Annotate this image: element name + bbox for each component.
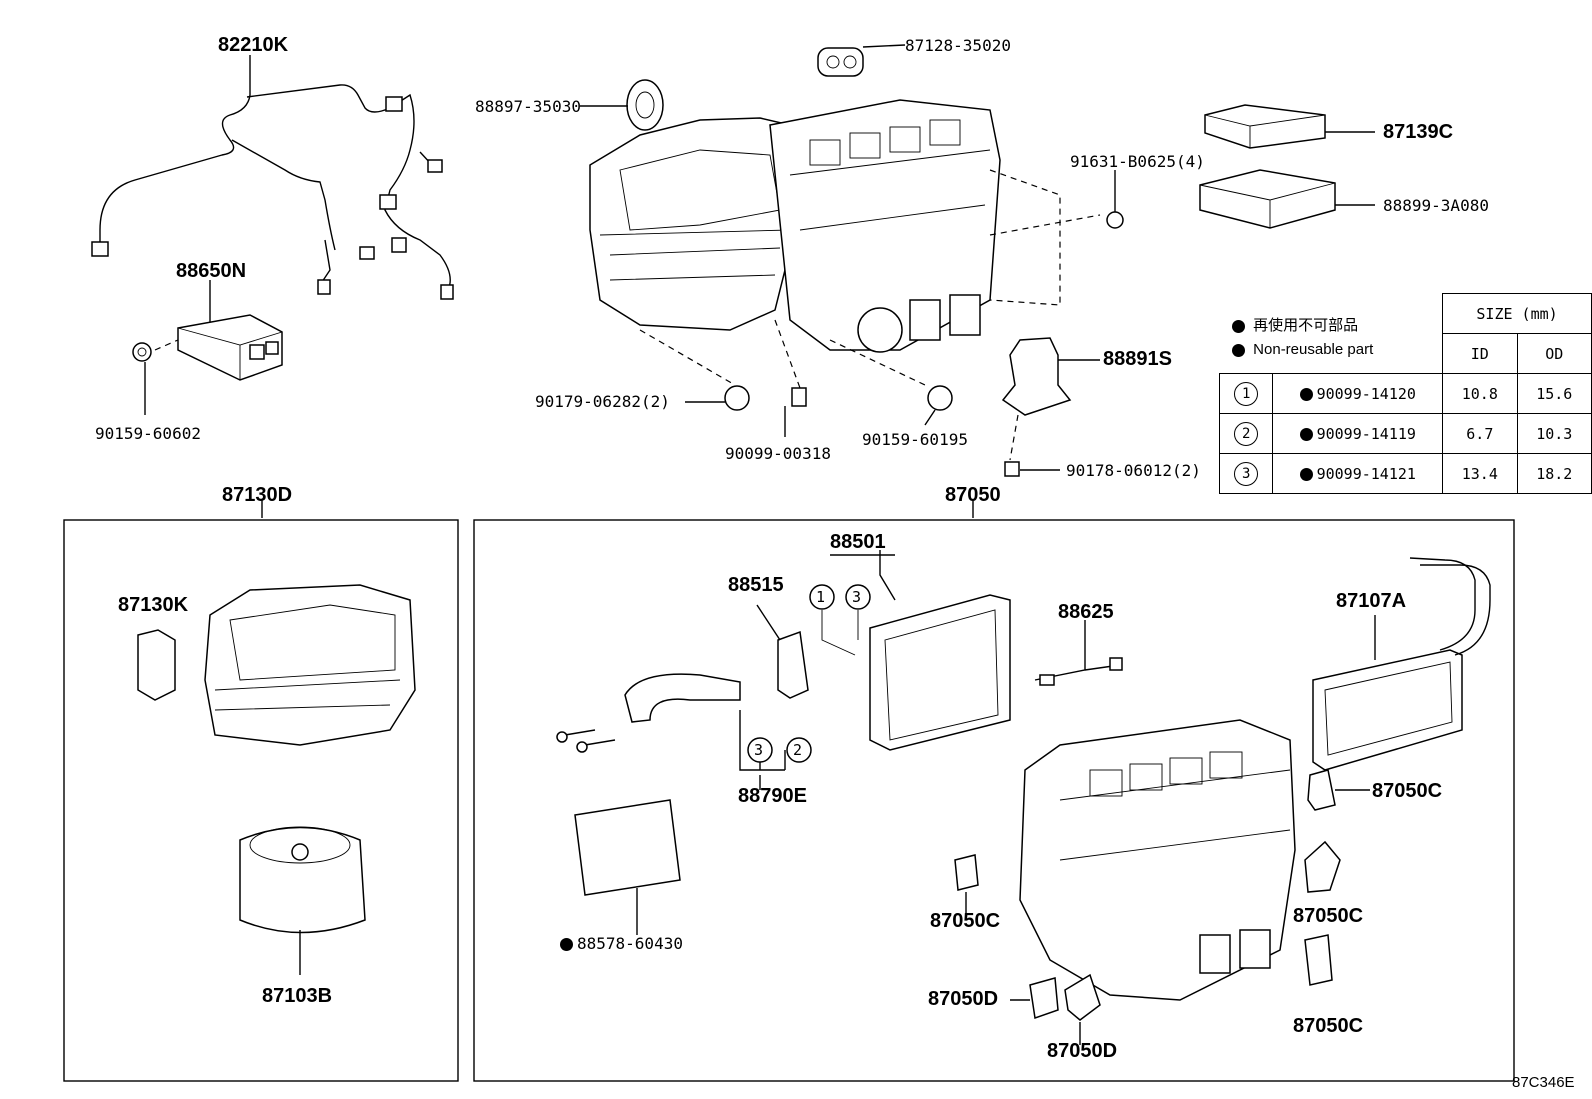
sensor-drawing bbox=[1001, 337, 1100, 477]
row-part: 90099-14119 bbox=[1316, 424, 1416, 443]
label-blower-case: 87130K bbox=[118, 594, 189, 616]
size-col-od: OD bbox=[1516, 333, 1592, 374]
label-pipe: 88790E bbox=[738, 785, 807, 807]
label-blower-motor: 87103B bbox=[262, 985, 333, 1007]
amplifier-drawing bbox=[132, 280, 283, 415]
row-part: 90099-14121 bbox=[1316, 464, 1416, 483]
size-header: SIZE (mm) bbox=[1442, 293, 1592, 334]
size-col-id: ID bbox=[1442, 333, 1518, 374]
label-bolt-right: 91631-B0625(4) bbox=[1070, 152, 1205, 171]
label-unit-assy: 87050 bbox=[945, 484, 1001, 506]
label-seal-left: 88897-35030 bbox=[475, 97, 581, 116]
label-servo-d-1: 87050D bbox=[928, 988, 999, 1010]
label-evaporator: 88501 bbox=[830, 531, 886, 553]
hvac-top-drawing bbox=[580, 44, 1124, 437]
row-ref: 2 bbox=[1234, 421, 1259, 446]
callout-2: 2 bbox=[793, 741, 803, 759]
label-nut-right: 90178-06012(2) bbox=[1066, 461, 1201, 480]
unit-assy-drawing bbox=[556, 500, 1491, 1045]
row-ref-cell: 2 bbox=[1218, 413, 1274, 454]
row-id: 10.8 bbox=[1442, 373, 1518, 414]
legend-en-text: Non-reusable part bbox=[1253, 341, 1374, 358]
table-row: 1 90099-14120 10.8 15.6 bbox=[1218, 373, 1592, 414]
legend-jp-text: 再使用不可部品 bbox=[1253, 317, 1359, 334]
label-blower-assy: 87130D bbox=[222, 484, 293, 506]
label-heater-core: 87107A bbox=[1336, 590, 1407, 612]
row-od: 15.6 bbox=[1516, 373, 1592, 414]
label-damper-servo-4: 87050C bbox=[930, 910, 1001, 932]
row-part-cell: 90099-14121 bbox=[1272, 453, 1444, 494]
non-reusable-dot-icon bbox=[1232, 343, 1245, 357]
non-reusable-dot-icon bbox=[1232, 319, 1245, 333]
label-sensor: 88891S bbox=[1103, 348, 1172, 370]
filters-drawing bbox=[1199, 104, 1375, 229]
label-packing-text: 88578-60430 bbox=[577, 934, 683, 953]
blower-assy-box bbox=[63, 519, 459, 1082]
label-nut-left: 90179-06282(2) bbox=[535, 392, 670, 411]
non-reusable-dot-icon bbox=[1299, 427, 1313, 441]
row-od: 10.3 bbox=[1516, 413, 1592, 454]
label-screw-c: 90159-60195 bbox=[862, 430, 968, 449]
reference-code: 87C346E bbox=[1512, 1074, 1575, 1091]
label-thermistor: 88625 bbox=[1058, 601, 1114, 623]
row-ref-cell: 3 bbox=[1218, 453, 1274, 494]
label-wire-harness: 82210K bbox=[218, 34, 289, 56]
size-table-header-row: SIZE (mm) bbox=[1220, 293, 1592, 334]
legend-jp: 再使用不可部品 bbox=[1232, 314, 1358, 335]
row-part-cell: 90099-14120 bbox=[1272, 373, 1444, 414]
label-seal-top: 87128-35020 bbox=[905, 36, 1011, 55]
wire-harness-drawing bbox=[91, 55, 454, 300]
table-row: 3 90099-14121 13.4 18.2 bbox=[1218, 453, 1592, 494]
non-reusable-dot-icon bbox=[560, 938, 573, 951]
callout-3b: 3 bbox=[754, 741, 764, 759]
non-reusable-dot-icon bbox=[1299, 387, 1313, 401]
label-screw-a: 90159-60602 bbox=[95, 424, 201, 443]
label-damper-servo-1: 87050C bbox=[1372, 780, 1443, 802]
label-filter-bottom: 88899-3A080 bbox=[1383, 196, 1489, 215]
row-od: 18.2 bbox=[1516, 453, 1592, 494]
label-filter-top: 87139C bbox=[1383, 121, 1454, 143]
row-part-cell: 90099-14119 bbox=[1272, 413, 1444, 454]
label-screw-b: 90099-00318 bbox=[725, 444, 831, 463]
size-table-subheader-row: ID OD bbox=[1220, 333, 1592, 374]
row-ref: 3 bbox=[1234, 461, 1259, 486]
row-id: 13.4 bbox=[1442, 453, 1518, 494]
row-id: 6.7 bbox=[1442, 413, 1518, 454]
label-damper-servo-2: 87050C bbox=[1293, 905, 1364, 927]
label-servo-d-2: 87050D bbox=[1047, 1040, 1118, 1062]
legend-en: Non-reusable part bbox=[1232, 341, 1373, 358]
non-reusable-dot-icon bbox=[1299, 467, 1313, 481]
size-table: SIZE (mm) ID OD 1 90099-14120 10.8 15.6 … bbox=[1218, 293, 1592, 494]
label-expansion-valve: 88515 bbox=[728, 574, 784, 596]
blower-assy-drawing bbox=[137, 500, 416, 975]
callout-1: 1 bbox=[816, 588, 826, 606]
label-packing: 88578-60430 bbox=[560, 935, 683, 953]
callout-3a: 3 bbox=[852, 588, 862, 606]
row-ref-cell: 1 bbox=[1218, 373, 1274, 414]
unit-assy-box bbox=[473, 519, 1515, 1082]
row-part: 90099-14120 bbox=[1316, 384, 1416, 403]
label-amplifier: 88650N bbox=[176, 260, 247, 282]
table-row: 2 90099-14119 6.7 10.3 bbox=[1218, 413, 1592, 454]
row-ref: 1 bbox=[1234, 381, 1259, 406]
label-damper-servo-3: 87050C bbox=[1293, 1015, 1364, 1037]
